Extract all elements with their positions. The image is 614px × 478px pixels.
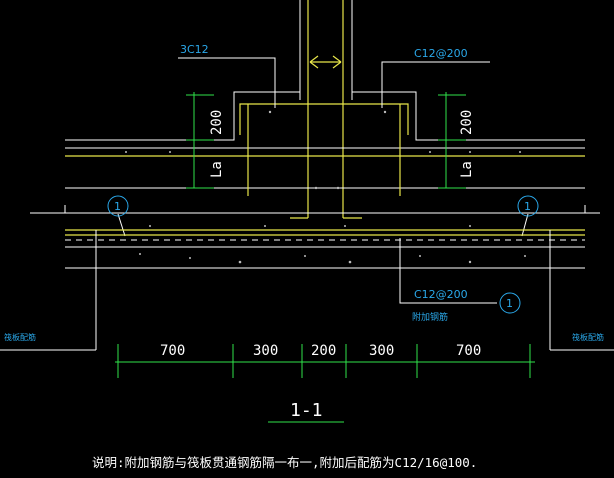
edge-label-left: 筏板配筋 bbox=[4, 332, 36, 342]
dim-200-right: 200 bbox=[459, 110, 475, 135]
dim-la-left: La bbox=[209, 161, 225, 178]
dim-text-300-right: 300 bbox=[369, 343, 394, 359]
section-title: 1-1 bbox=[290, 400, 323, 421]
dim-200-left: 200 bbox=[209, 110, 225, 135]
dim-text-300-left: 300 bbox=[253, 343, 278, 359]
vertical-dimensions bbox=[186, 92, 466, 189]
edge-label-right: 筏板配筋 bbox=[572, 332, 604, 342]
raft-slab bbox=[0, 205, 614, 351]
drawing-note: 说明:附加钢筋与筏板贯通钢筋隔一布一,附加后配筋为C12/16@100. bbox=[92, 455, 477, 470]
concrete-dots bbox=[125, 110, 526, 264]
dim-text-200: 200 bbox=[311, 343, 336, 359]
callout-1-right-text: 1 bbox=[524, 200, 531, 213]
callout-circles bbox=[107, 195, 539, 314]
dim-text-700-left: 700 bbox=[160, 343, 185, 359]
pedestal-rebar bbox=[65, 103, 585, 196]
callout-1-bottom-text: 1 bbox=[506, 297, 513, 310]
rebar-label-bottom: C12@200 bbox=[414, 288, 468, 301]
callout-1-left-text: 1 bbox=[114, 200, 121, 213]
additional-rebar-label: 附加钢筋 bbox=[412, 311, 448, 323]
rebar-label-3c12: 3C12 bbox=[180, 43, 209, 56]
column bbox=[290, 0, 362, 219]
dim-text-700-right: 700 bbox=[456, 343, 481, 359]
rebar-label-top-right: C12@200 bbox=[414, 47, 468, 60]
leaders bbox=[117, 57, 529, 304]
dim-la-right: La bbox=[459, 161, 475, 178]
pedestal-outline bbox=[65, 91, 585, 189]
horizontal-dimension-line bbox=[115, 344, 535, 378]
